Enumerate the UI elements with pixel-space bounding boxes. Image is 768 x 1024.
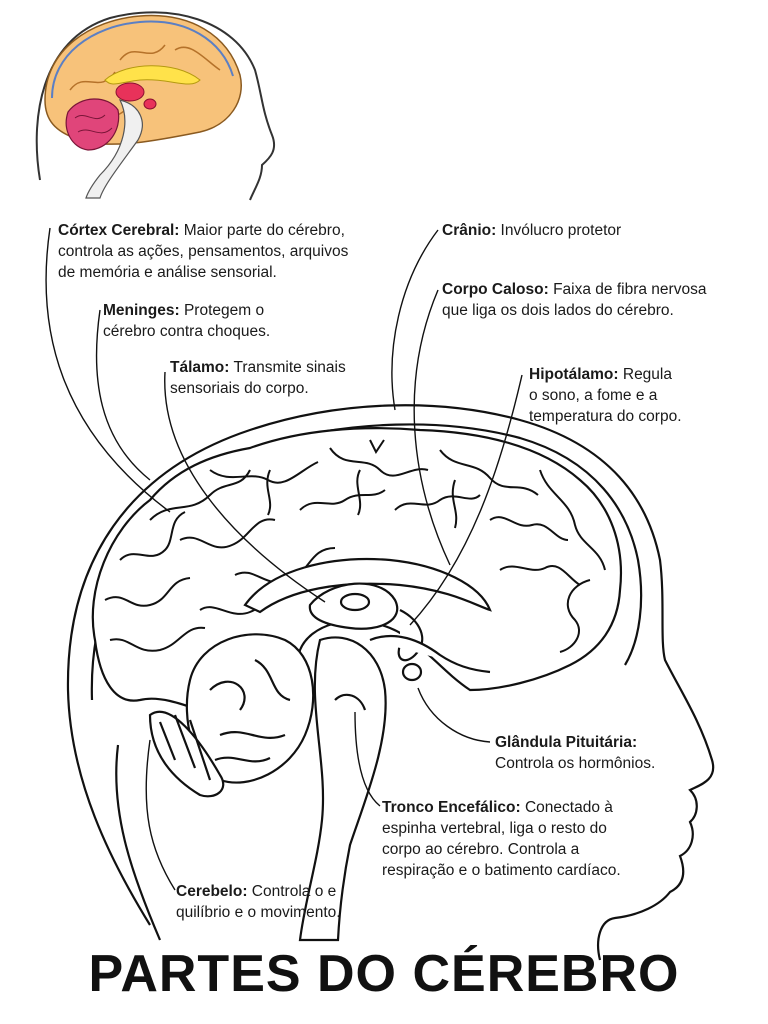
label-caloso-text-2: que liga os dois lados do cérebro. — [442, 302, 674, 319]
brainstem — [298, 636, 387, 942]
inner-structures — [243, 558, 492, 682]
label-hipotalamo-name: Hipotálamo: — [529, 366, 619, 383]
label-pituitaria-name: Glândula Pituitária: — [495, 734, 638, 751]
label-pituitaria-text-1: Controla os hormônios. — [495, 755, 656, 772]
cortex-folds — [104, 439, 606, 653]
label-tronco-text-4: respiração e o batimento cardíaco. — [382, 862, 621, 879]
label-talamo: Tálamo: Transmite sinais sensoriais do c… — [170, 357, 346, 399]
label-pituitaria: Glândula Pituitária: Controla os hormôni… — [495, 732, 655, 774]
label-cranio: Crânio: Invólucro protetor — [442, 220, 621, 241]
label-cortex-name: Córtex Cerebral: — [58, 222, 180, 239]
label-cerebelo-text-2: quilíbrio e o movimento. — [176, 904, 341, 921]
thumbnail-head — [35, 11, 276, 201]
label-cortex-text-3: de memória e análise sensorial. — [58, 264, 277, 281]
label-hipotalamo-text-1: Regula — [618, 366, 672, 383]
label-cerebelo: Cerebelo: Controla o e quilíbrio e o mov… — [176, 881, 341, 923]
label-tronco: Tronco Encefálico: Conectado à espinha v… — [382, 797, 621, 881]
label-meninges-text-1: Protegem o — [179, 302, 265, 319]
label-cranio-name: Crânio: — [442, 222, 497, 239]
label-caloso-text-1: Faixa de fibra nervosa — [548, 281, 707, 298]
label-hipotalamo-text-2: o sono, a fome e a — [529, 387, 658, 404]
label-cranio-text-1: Invólucro protetor — [496, 222, 622, 239]
label-hipotalamo-text-3: temperatura do corpo. — [529, 408, 682, 425]
label-tronco-text-3: corpo ao cérebro. Controla a — [382, 841, 580, 858]
page-title: PARTES DO CÉREBRO — [88, 945, 680, 1003]
label-corpo-caloso: Corpo Caloso: Faixa de fibra nervosa que… — [442, 279, 706, 321]
leader-lines — [45, 227, 523, 891]
label-meninges: Meninges: Protegem o cérebro contra choq… — [103, 300, 270, 342]
label-cortex-text-1: Maior parte do cérebro, — [179, 222, 345, 239]
label-cerebelo-text-1: Controla o e — [247, 883, 337, 900]
cerebellum — [148, 633, 315, 798]
label-talamo-name: Tálamo: — [170, 359, 230, 376]
label-hipotalamo: Hipotálamo: Regula o sono, a fome e a te… — [529, 364, 682, 427]
label-meninges-text-2: cérebro contra choques. — [103, 323, 271, 340]
label-meninges-name: Meninges: — [103, 302, 180, 319]
label-tronco-name: Tronco Encefálico: — [382, 799, 521, 816]
label-cerebelo-name: Cerebelo: — [176, 883, 248, 900]
label-tronco-text-2: espinha vertebral, liga o resto do — [382, 820, 607, 837]
label-tronco-text-1: Conectado à — [520, 799, 613, 816]
label-cortex: Córtex Cerebral: Maior parte do cérebro,… — [58, 220, 348, 283]
label-talamo-text-2: sensoriais do corpo. — [170, 380, 309, 397]
label-caloso-name: Corpo Caloso: — [442, 281, 549, 298]
label-cortex-text-2: controla as ações, pensamentos, arquivos — [58, 243, 349, 260]
label-talamo-text-1: Transmite sinais — [229, 359, 346, 376]
